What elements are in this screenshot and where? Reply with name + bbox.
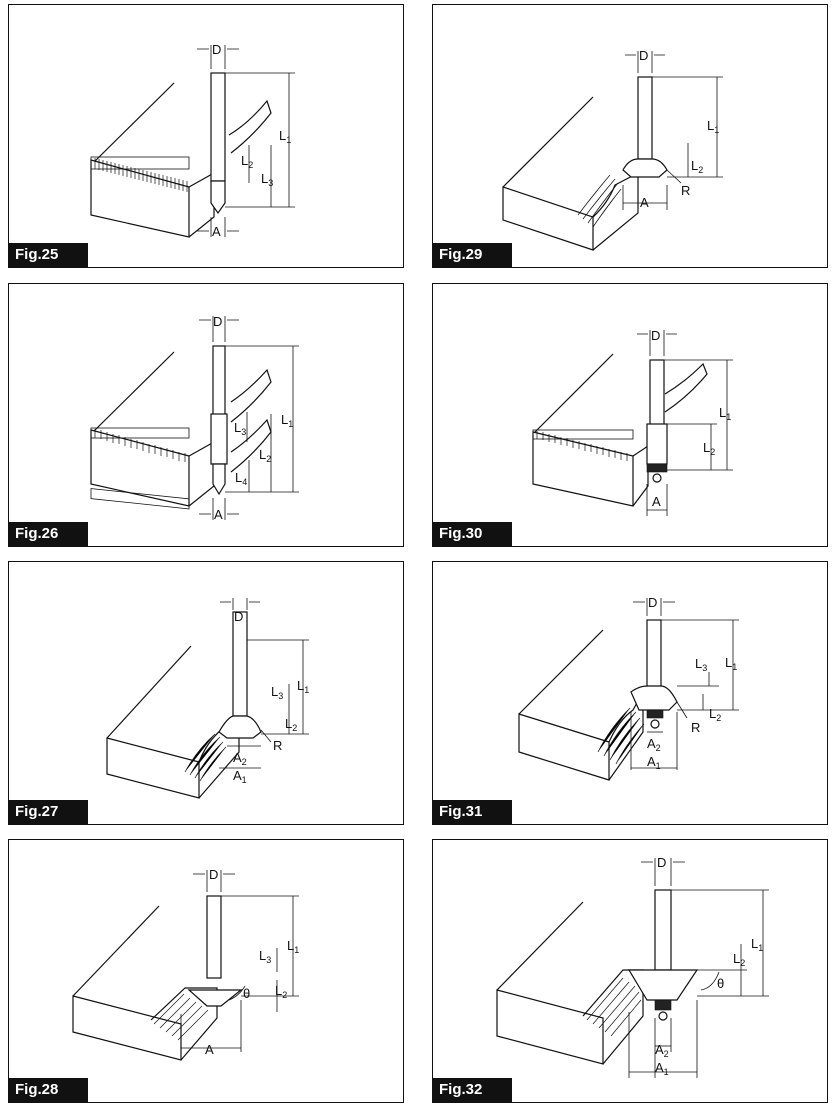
dim-A1: A1 — [655, 1060, 669, 1077]
bit-cutter — [187, 989, 243, 1007]
dim-L2: L2 — [703, 440, 715, 457]
dim-R: R — [273, 738, 282, 753]
dim-A2: A2 — [655, 1042, 669, 1059]
dim-L4: L4 — [235, 470, 247, 487]
bit-shank — [210, 72, 226, 182]
dim-L1: L1 — [279, 128, 291, 145]
bit-cutter — [210, 413, 228, 465]
dim-theta: θ — [717, 976, 724, 991]
figure-31-panel: D L1 L3 L2 R A2 A1 Fig.31 — [432, 561, 828, 825]
dim-L3: L3 — [271, 684, 283, 701]
bit-shank — [654, 889, 672, 971]
dim-D: D — [213, 314, 222, 329]
dim-A: A — [640, 195, 649, 210]
dim-A: A — [212, 224, 221, 239]
straight-bit-diagram: D L1 L2 L3 A — [90, 42, 295, 239]
bit-cutter — [210, 180, 226, 215]
dim-L1: L1 — [287, 938, 299, 955]
dim-theta: θ — [243, 986, 250, 1001]
figure-29-panel: D L1 L2 R A Fig.29 — [432, 4, 828, 268]
dim-L1: L1 — [281, 412, 293, 429]
figure-caption: Fig.32 — [433, 1078, 513, 1102]
dim-L1: L1 — [751, 936, 763, 953]
straight-bit-double-flute-diagram: D L1 L3 L2 L4 A — [90, 314, 299, 522]
flush-trim-bearing-bit-diagram: D L1 L2 A — [532, 328, 733, 516]
figure-caption: Fig.30 — [433, 522, 513, 546]
dim-L2: L2 — [241, 153, 253, 170]
bit-cutter — [622, 158, 668, 178]
dim-L2: L2 — [259, 447, 271, 464]
dim-L2: L2 — [709, 706, 721, 723]
dim-R: R — [681, 183, 690, 198]
bit-cutter — [627, 969, 699, 1001]
dim-D: D — [657, 855, 666, 870]
dim-L1: L1 — [707, 118, 719, 135]
dim-L2: L2 — [733, 951, 745, 968]
bit-shank — [206, 895, 222, 979]
dim-R: R — [691, 720, 700, 735]
bit-shank — [232, 611, 248, 717]
bit-cutter — [218, 715, 262, 739]
chamfer-bit-diagram: D L1 L3 L2 θ A — [72, 867, 299, 1061]
figure-26-panel: D L1 L3 L2 L4 A Fig.26 — [8, 283, 404, 547]
dim-D: D — [234, 609, 243, 624]
figure-caption: Fig.25 — [9, 243, 89, 267]
figure-caption: Fig.29 — [433, 243, 513, 267]
dim-L2: L2 — [275, 983, 287, 1000]
bearing-nut — [652, 473, 662, 483]
dim-L3: L3 — [259, 948, 271, 965]
figure-27-panel: D L1 L3 L2 R A2 A1 Fig.27 — [8, 561, 404, 825]
dim-A: A — [205, 1042, 214, 1057]
dim-A2: A2 — [233, 750, 247, 767]
figure-caption: Fig.26 — [9, 522, 89, 546]
bit-shank — [646, 619, 662, 691]
bit-cutter — [646, 423, 668, 465]
chamfer-bearing-bit-diagram: D L1 L2 θ A2 A1 — [496, 855, 769, 1078]
dim-D: D — [648, 595, 657, 610]
bearing — [646, 709, 664, 719]
figure-caption: Fig.27 — [9, 800, 89, 824]
bearing-nut — [658, 1011, 668, 1021]
dim-D: D — [212, 42, 221, 57]
figure-28-panel: D L1 L3 L2 θ A Fig.28 — [8, 839, 404, 1103]
figure-30-panel: D L1 L2 A Fig.30 — [432, 283, 828, 547]
dim-D: D — [651, 328, 660, 343]
figure-32-panel: D L1 L2 θ A2 A1 Fig.32 — [432, 839, 828, 1103]
dim-A1: A1 — [233, 768, 247, 785]
bearing — [654, 999, 672, 1011]
cove-bit-diagram: D L1 L2 R A — [502, 48, 723, 251]
dim-L3: L3 — [234, 420, 246, 437]
dim-A: A — [214, 507, 223, 522]
dim-A2: A2 — [647, 736, 661, 753]
dim-L1: L1 — [719, 405, 731, 422]
dim-A1: A1 — [647, 754, 661, 771]
roundover-bearing-bit-diagram: D L1 L3 L2 R A2 A1 — [518, 595, 739, 781]
dim-A: A — [652, 494, 661, 509]
dim-D: D — [209, 867, 218, 882]
bearing — [646, 463, 668, 473]
figure-25-panel: D L1 L2 L3 A Fig.25 — [8, 4, 404, 268]
dim-L1: L1 — [297, 678, 309, 695]
figure-caption: Fig.28 — [9, 1078, 89, 1102]
figure-caption: Fig.31 — [433, 800, 513, 824]
bit-cutter — [630, 685, 678, 711]
bearing-nut — [650, 719, 660, 729]
dim-L3: L3 — [261, 171, 273, 188]
dim-D: D — [639, 48, 648, 63]
edge-hatch — [94, 158, 188, 192]
cove-bit-two-radius-diagram: D L1 L3 L2 R A2 A1 — [106, 598, 309, 799]
dim-L2: L2 — [691, 158, 703, 175]
dim-L2: L2 — [285, 716, 297, 733]
dim-L3: L3 — [695, 656, 707, 673]
bit-shank — [637, 76, 653, 160]
dim-L1: L1 — [725, 655, 737, 672]
